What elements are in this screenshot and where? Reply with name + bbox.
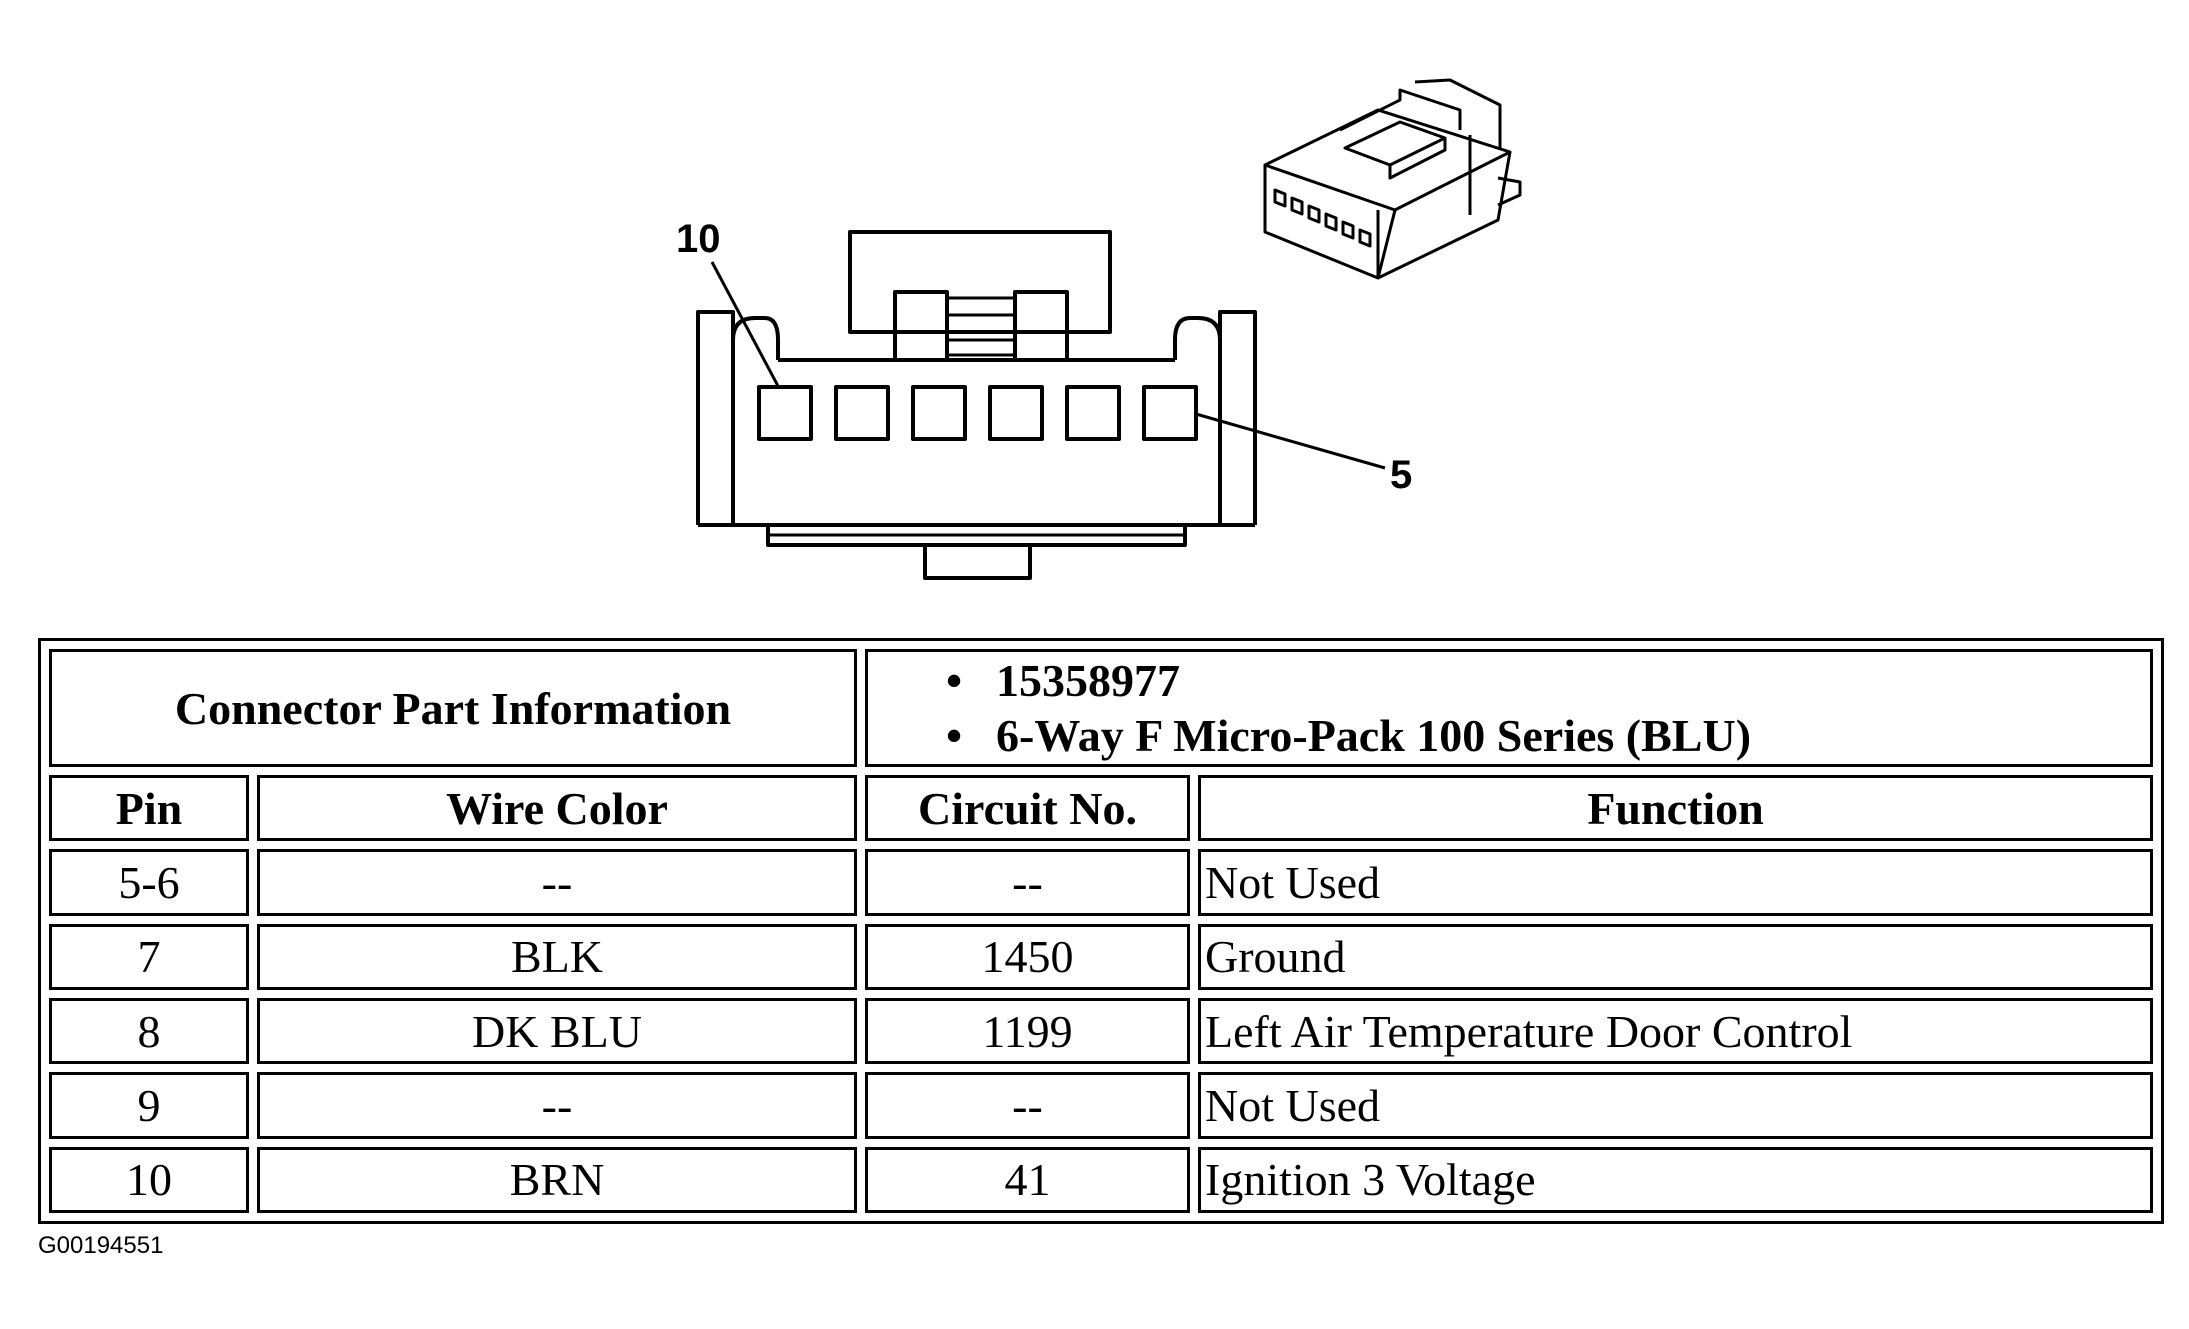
bullet-icon: •	[946, 654, 963, 706]
connector-info-table: Connector Part Information •15358977 •6-…	[38, 638, 2164, 1224]
connector-isometric-view	[1263, 78, 1522, 280]
cell-pin: 5-6	[49, 849, 249, 916]
col-header-pin: Pin	[49, 775, 249, 842]
table-row: 5-6 -- -- Not Used	[49, 849, 2153, 916]
col-header-function: Function	[1198, 775, 2153, 842]
cell-wire-color: --	[257, 1072, 857, 1139]
cell-wire-color: --	[257, 849, 857, 916]
bullet-icon: •	[946, 710, 963, 761]
cell-circuit-no: --	[865, 1072, 1190, 1139]
table-row: 9 -- -- Not Used	[49, 1072, 2153, 1139]
cell-function: Ignition 3 Voltage	[1198, 1146, 2153, 1213]
cavity-10	[757, 385, 813, 441]
figure-id: G00194551	[38, 1232, 164, 1259]
cell-pin: 8	[49, 997, 249, 1065]
connector-diagram: 10 5	[676, 78, 1522, 580]
col-header-circuit-no: Circuit No.	[865, 775, 1190, 842]
cell-wire-color: BLK	[257, 923, 857, 990]
col-header-wire-color: Wire Color	[257, 775, 857, 842]
pin-label-5: 5	[1390, 453, 1412, 497]
cell-pin: 10	[49, 1146, 249, 1213]
pin-label-10: 10	[676, 217, 721, 261]
connector-info-row: Connector Part Information •15358977 •6-…	[49, 649, 2153, 767]
cavity-5	[1142, 385, 1198, 441]
info-item-part-number: •15358977	[946, 653, 2144, 708]
cell-function: Ground	[1198, 923, 2153, 990]
info-item-description: •6-Way F Micro-Pack 100 Series (BLU)	[946, 708, 2144, 763]
table-row: 8 DK BLU 1199 Left Air Temperature Door …	[49, 997, 2153, 1065]
column-header-row: Pin Wire Color Circuit No. Function	[49, 775, 2153, 842]
cell-function: Not Used	[1198, 1072, 2153, 1139]
cell-wire-color: BRN	[257, 1146, 857, 1213]
connector-part-info-details: •15358977 •6-Way F Micro-Pack 100 Series…	[865, 649, 2153, 767]
cell-function: Left Air Temperature Door Control	[1198, 997, 2153, 1065]
connector-face-view	[696, 230, 1257, 580]
cell-pin: 7	[49, 923, 249, 990]
table-row: 7 BLK 1450 Ground	[49, 923, 2153, 990]
cell-circuit-no: --	[865, 849, 1190, 916]
cell-function: Not Used	[1198, 849, 2153, 916]
cell-circuit-no: 1450	[865, 923, 1190, 990]
table-row: 10 BRN 41 Ignition 3 Voltage	[49, 1146, 2153, 1213]
cell-circuit-no: 1199	[865, 997, 1190, 1065]
cell-pin: 9	[49, 1072, 249, 1139]
cell-circuit-no: 41	[865, 1146, 1190, 1213]
connector-part-info-header: Connector Part Information	[49, 649, 857, 767]
cell-wire-color: DK BLU	[257, 997, 857, 1065]
